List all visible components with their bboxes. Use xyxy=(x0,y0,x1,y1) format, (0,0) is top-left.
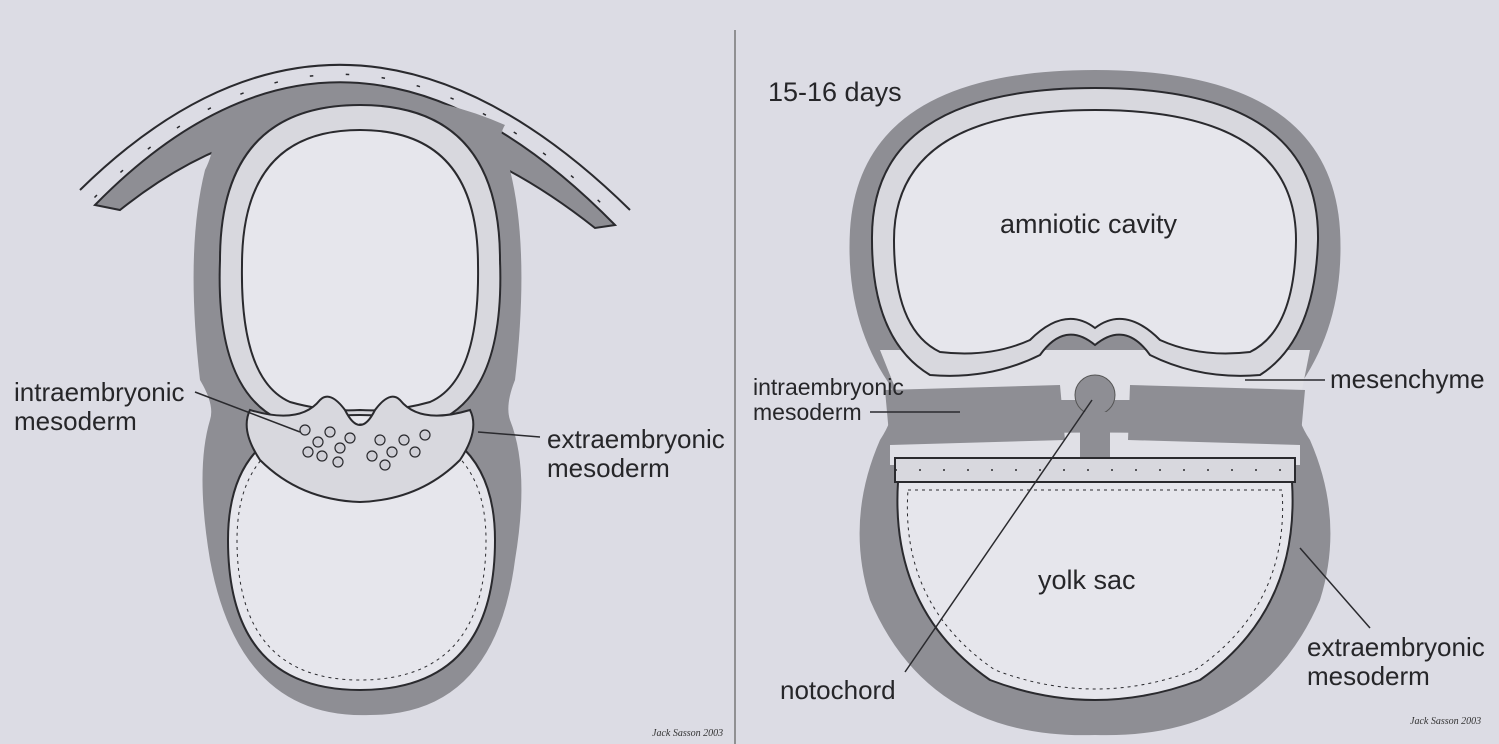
right-intraembryonic-mesoderm-left xyxy=(885,385,1065,445)
right-intraembryonic-line-1: intraembryonic xyxy=(753,375,904,400)
right-intraembryonic-mesoderm-right xyxy=(1128,385,1305,445)
right-notochord xyxy=(1075,375,1115,415)
left-extraembryonic-line-1: extraembryonic xyxy=(547,425,725,454)
right-intraembryonic-label: intraembryonic mesoderm xyxy=(753,375,904,426)
right-endoderm-layer xyxy=(895,458,1295,482)
right-credit: Jack Sasson 2003 xyxy=(1410,716,1481,727)
yolk-sac-label: yolk sac xyxy=(1038,566,1136,596)
left-intraembryonic-line-1: intraembryonic xyxy=(14,378,185,407)
left-credit: Jack Sasson 2003 xyxy=(652,728,723,739)
left-extraembryonic-line-2: mesoderm xyxy=(547,454,725,483)
right-panel xyxy=(850,70,1371,735)
left-extraembryonic-label: extraembryonic mesoderm xyxy=(547,425,725,482)
left-intraembryonic-line-2: mesoderm xyxy=(14,407,185,436)
mesenchyme-label: mesenchyme xyxy=(1330,365,1485,394)
right-extraembryonic-line-2: mesoderm xyxy=(1307,662,1485,691)
notochord-label: notochord xyxy=(780,676,896,705)
left-intraembryonic-label: intraembryonic mesoderm xyxy=(14,378,185,435)
right-intraembryonic-line-2: mesoderm xyxy=(753,400,904,425)
right-extraembryonic-line-1: extraembryonic xyxy=(1307,633,1485,662)
right-extraembryonic-label: extraembryonic mesoderm xyxy=(1307,633,1485,690)
stage-label: 15-16 days xyxy=(768,78,902,108)
amniotic-cavity-label: amniotic cavity xyxy=(1000,210,1177,240)
